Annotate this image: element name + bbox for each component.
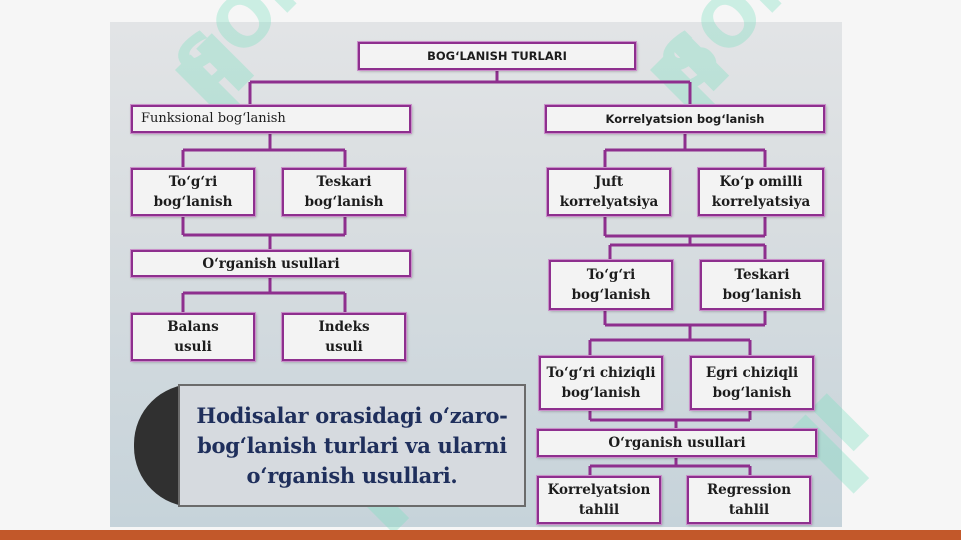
root-node: BOG‘LANISH TURLARI: [358, 42, 636, 70]
caption-body: Hodisalar orasidagi o‘zaro- bog‘lanish t…: [178, 384, 526, 507]
right-inverse-link-node: Teskari bog‘lanish: [700, 260, 824, 310]
index-method-node: Indeks usuli: [282, 313, 406, 361]
functional-link-node: Funksional bog‘lanish: [131, 105, 411, 133]
correlation-analysis-node: Korrelyatsion tahlil: [537, 476, 661, 524]
multi-factor-correlation-node: Ko‘p omilli korrelyatsiya: [698, 168, 824, 216]
left-inverse-link-node: Teskari bog‘lanish: [282, 168, 406, 216]
right-direct-link-node: To‘g‘ri bog‘lanish: [549, 260, 673, 310]
right-methods-node: O‘rganish usullari: [537, 429, 817, 457]
accent-bar: [0, 530, 961, 540]
pair-correlation-node: Juft korrelyatsiya: [547, 168, 671, 216]
curvilinear-link-node: Egri chiziqli bog‘lanish: [690, 356, 814, 410]
left-methods-node: O‘rganish usullari: [131, 250, 411, 277]
caption-text: Hodisalar orasidagi o‘zaro- bog‘lanish t…: [196, 402, 508, 488]
linear-link-node: To‘g‘ri chiziqli bog‘lanish: [539, 356, 663, 410]
regression-analysis-node: Regression tahlil: [687, 476, 811, 524]
left-direct-link-node: To‘g‘ri bog‘lanish: [131, 168, 255, 216]
correlation-link-node: Korrelyatsion bog‘lanish: [545, 105, 825, 133]
caption-card: Hodisalar orasidagi o‘zaro- bog‘lanish t…: [134, 384, 526, 507]
balance-method-node: Balans usuli: [131, 313, 255, 361]
